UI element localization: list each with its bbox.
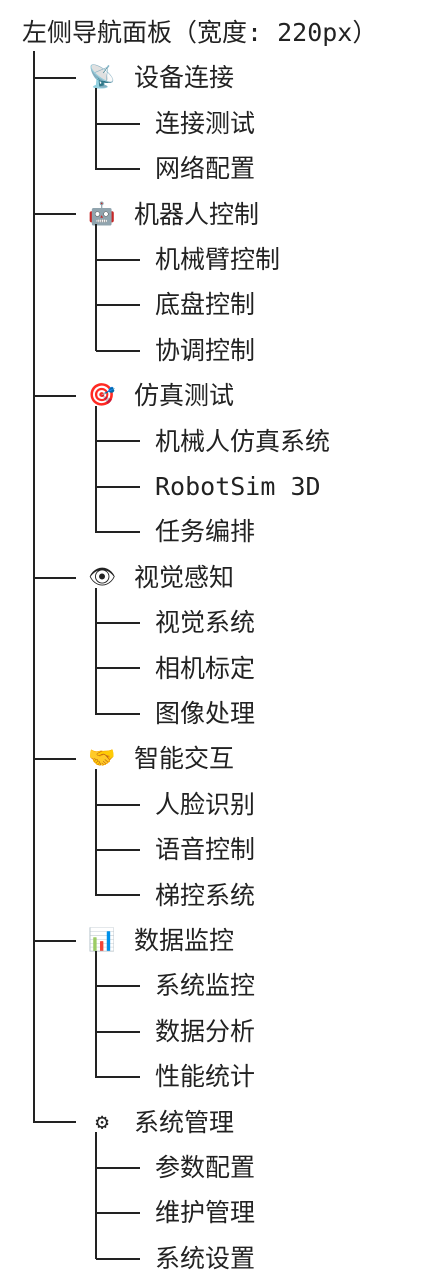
tree-connector-horizontal (34, 77, 76, 80)
nav-item-6-2[interactable]: 数据分析 (155, 1016, 256, 1046)
tree-connector-vertical (95, 88, 97, 170)
nav-item-3-1[interactable]: 机械人仿真系统 (155, 426, 331, 456)
nav-item-3-3[interactable]: 任务编排 (155, 517, 256, 547)
tree-connector-horizontal (96, 304, 140, 307)
tree-connector-vertical (95, 224, 97, 352)
nav-item-2-1[interactable]: 机械臂控制 (155, 245, 281, 274)
tree-connector-horizontal (96, 985, 140, 988)
eye-icon: 👁 (88, 564, 116, 590)
nav-item-1-2[interactable]: 网络配置 (155, 154, 256, 184)
tree-connector-horizontal (96, 349, 140, 352)
nav-item-6-3[interactable]: 性能统计 (155, 1062, 256, 1092)
tree-connector-horizontal (34, 576, 76, 579)
nav-group-1[interactable]: 设备连接 (134, 63, 235, 93)
nav-group-3[interactable]: 仿真测试 (134, 381, 235, 411)
nav-group-5[interactable]: 智能交互 (134, 744, 235, 774)
nav-item-2-2[interactable]: 底盘控制 (155, 290, 256, 320)
robot-icon: 🤖 (88, 201, 116, 227)
nav-item-7-1[interactable]: 参数配置 (155, 1153, 256, 1182)
tree-connector-horizontal (96, 1075, 140, 1078)
tree-connector-horizontal (96, 485, 140, 488)
tree-connector-horizontal (96, 848, 140, 851)
tree-connector-horizontal (96, 122, 140, 125)
satellite-antenna-icon: 📡 (88, 65, 116, 91)
tree-connector-horizontal (96, 1212, 140, 1215)
gear-icon: ⚙ (95, 1109, 109, 1135)
tree-connector-horizontal (96, 531, 140, 534)
tree-connector-horizontal (34, 1121, 76, 1124)
tree-connector-horizontal (96, 1030, 140, 1033)
nav-item-5-2[interactable]: 语音控制 (155, 835, 256, 865)
target-icon: 🎯 (88, 383, 116, 409)
tree-title: 左侧导航面板（宽度: 220px） (22, 18, 378, 47)
nav-item-6-1[interactable]: 系统监控 (155, 971, 256, 1001)
tree-connector-horizontal (96, 258, 140, 261)
tree-connector-horizontal (34, 213, 76, 216)
tree-connector-vertical (95, 950, 97, 1078)
nav-item-5-1[interactable]: 人脸识别 (155, 789, 256, 819)
nav-group-7[interactable]: 系统管理 (134, 1107, 235, 1137)
tree-connector-horizontal (96, 167, 140, 170)
tree-connector-horizontal (96, 621, 140, 624)
nav-group-6[interactable]: 数据监控 (134, 926, 235, 955)
nav-item-3-2[interactable]: RobotSim 3D (155, 472, 321, 501)
tree-connector-vertical (95, 587, 97, 715)
nav-item-7-3[interactable]: 系统设置 (155, 1243, 256, 1273)
tree-connector-vertical (95, 769, 97, 897)
tree-connector-vertical (95, 405, 97, 534)
tree-connector-vertical (95, 1132, 97, 1260)
tree-connector-vertical (33, 51, 35, 1124)
nav-group-2[interactable]: 机器人控制 (134, 199, 260, 229)
nav-item-5-3[interactable]: 梯控系统 (155, 880, 256, 910)
nav-item-1-1[interactable]: 连接测试 (155, 108, 256, 138)
nav-item-2-3[interactable]: 协调控制 (155, 335, 256, 365)
tree-connector-horizontal (96, 1257, 140, 1260)
tree-connector-horizontal (96, 894, 140, 897)
tree-connector-horizontal (96, 1166, 140, 1169)
tree-connector-horizontal (96, 712, 140, 715)
handshake-icon: 🤝 (88, 746, 116, 772)
tree-connector-horizontal (96, 803, 140, 806)
tree-connector-horizontal (34, 394, 76, 397)
nav-item-4-3[interactable]: 图像处理 (155, 699, 256, 728)
tree-connector-horizontal (34, 758, 76, 761)
tree-connector-horizontal (96, 667, 140, 670)
nav-group-4[interactable]: 视觉感知 (134, 562, 235, 592)
nav-item-4-2[interactable]: 相机标定 (155, 653, 256, 683)
tree-connector-horizontal (34, 939, 76, 942)
tree-connector-horizontal (96, 440, 140, 443)
nav-item-4-1[interactable]: 视觉系统 (155, 608, 256, 638)
nav-item-7-2[interactable]: 维护管理 (155, 1198, 256, 1228)
bar-chart-icon: 📊 (88, 928, 116, 953)
